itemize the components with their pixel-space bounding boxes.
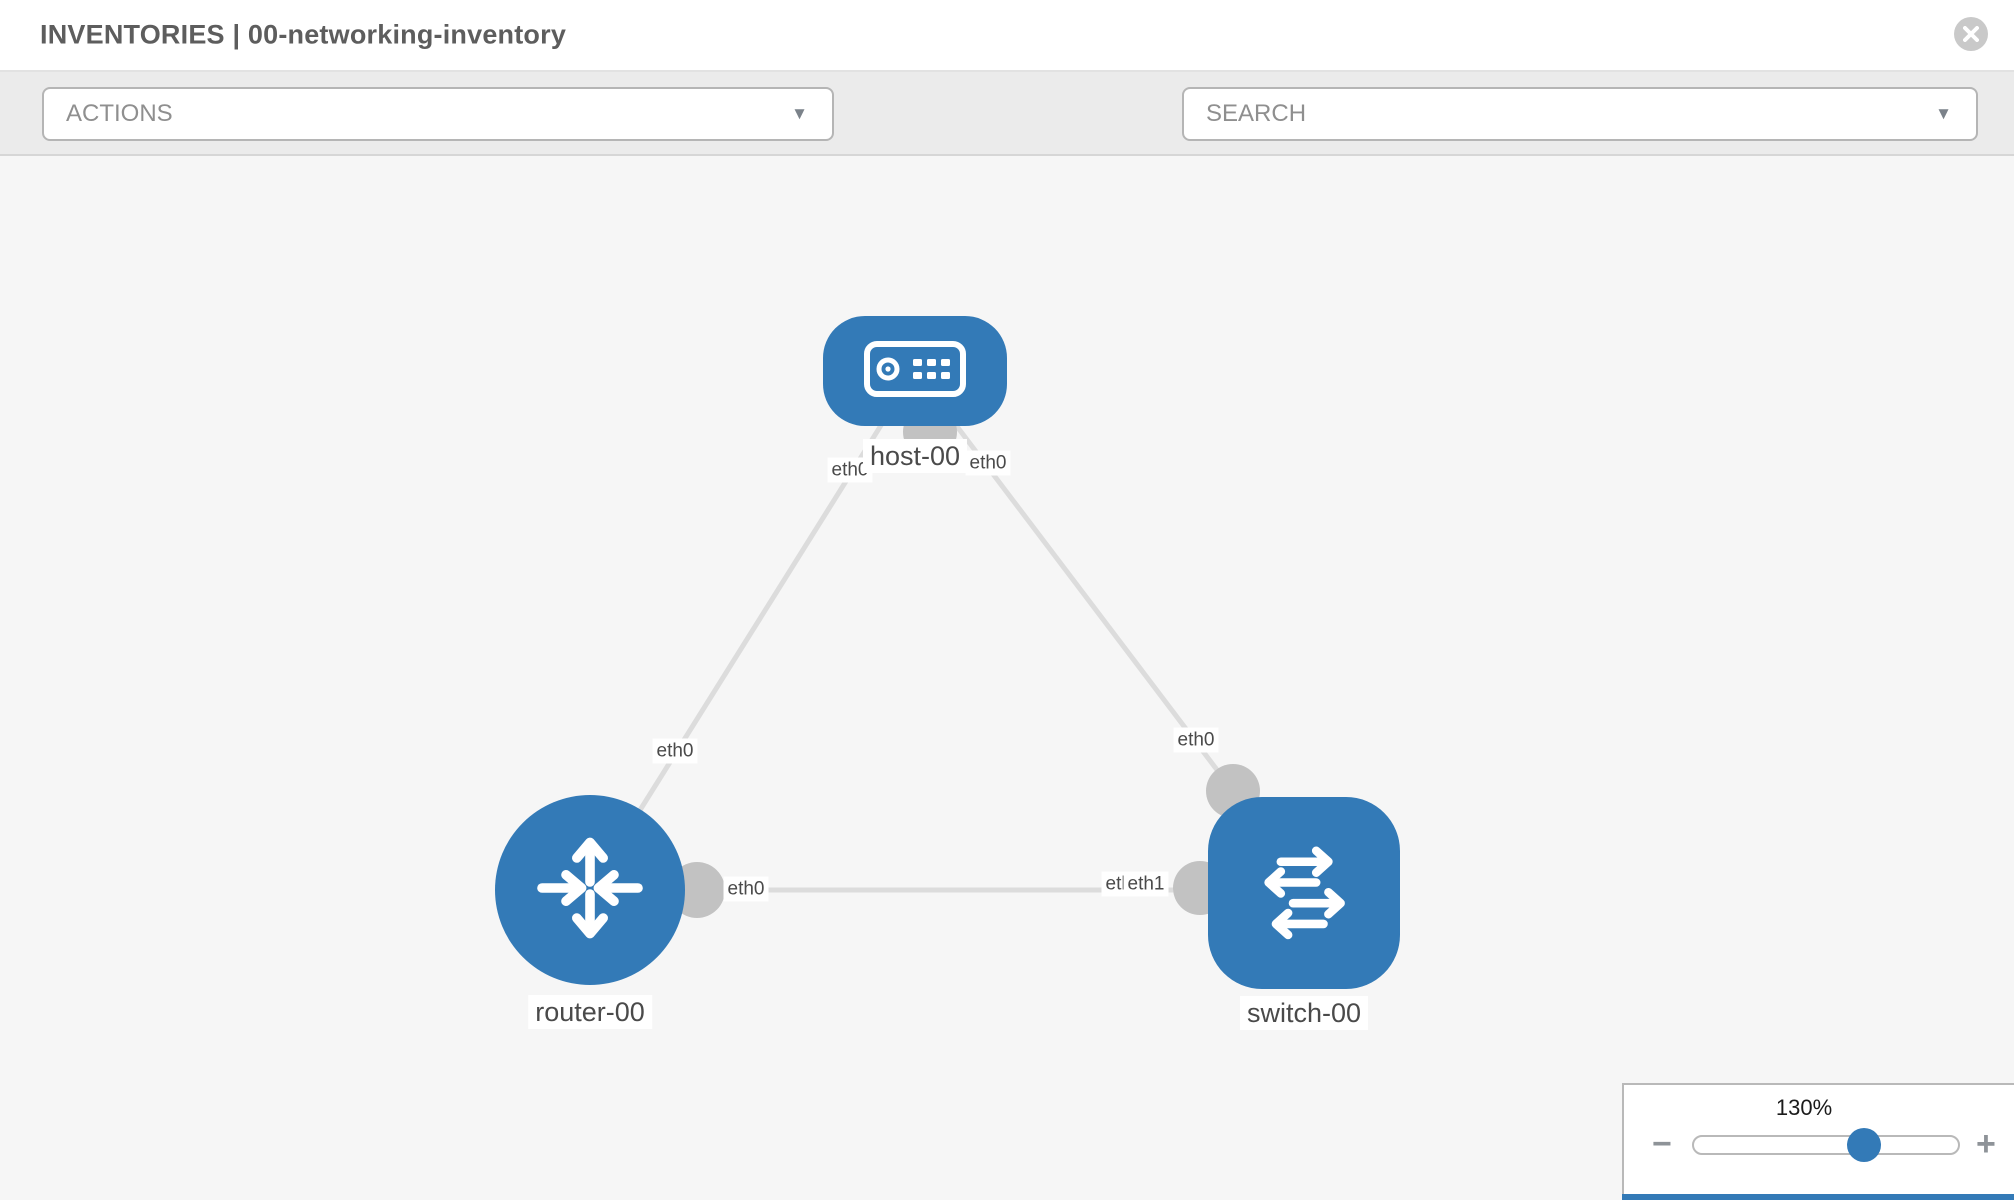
zoom-out-button[interactable]: − bbox=[1652, 1125, 1672, 1163]
zoom-control-panel: 130% − + bbox=[1622, 1083, 2014, 1200]
toolbar: ACTIONS ▼ SEARCH ▼ bbox=[0, 72, 2014, 204]
interface-label: eth0 bbox=[965, 450, 1011, 476]
server-icon bbox=[863, 340, 967, 403]
search-dropdown[interactable]: SEARCH ▼ bbox=[1182, 87, 1978, 141]
chevron-down-icon: ▼ bbox=[1935, 104, 1952, 123]
interface-label: eth0 bbox=[723, 876, 769, 902]
actions-dropdown[interactable]: ACTIONS ▼ bbox=[42, 87, 834, 141]
chevron-down-icon: ▼ bbox=[791, 104, 808, 123]
interface-label: eth0 bbox=[1173, 727, 1219, 753]
node-host-00[interactable] bbox=[823, 316, 1007, 426]
bottom-accent-bar bbox=[1622, 1194, 2014, 1200]
router-arrows-icon bbox=[530, 828, 650, 953]
page-title: INVENTORIES | 00-networking-inventory bbox=[40, 19, 567, 50]
actions-dropdown-label: ACTIONS bbox=[66, 100, 173, 127]
node-switch-00[interactable] bbox=[1208, 797, 1400, 989]
topology-canvas[interactable]: eth0 eth0 eth0 eth0 eth0 eth0 eth1 host-… bbox=[0, 156, 2014, 1200]
links-layer bbox=[587, 369, 1304, 918]
node-label-host: host-00 bbox=[862, 439, 968, 473]
interface-label: eth0 bbox=[652, 738, 698, 764]
zoom-in-button[interactable]: + bbox=[1976, 1125, 1996, 1163]
node-label-switch: switch-00 bbox=[1239, 996, 1369, 1030]
zoom-slider-track[interactable] bbox=[1692, 1135, 1960, 1155]
close-icon[interactable] bbox=[1954, 17, 1988, 51]
header: INVENTORIES | 00-networking-inventory bbox=[0, 0, 2014, 72]
interface-label: eth1 bbox=[1123, 871, 1169, 897]
zoom-slider-handle[interactable] bbox=[1847, 1128, 1881, 1162]
link-host-switch[interactable] bbox=[913, 369, 1235, 793]
search-placeholder: SEARCH bbox=[1206, 100, 1307, 127]
switch-arrows-icon bbox=[1243, 830, 1365, 957]
node-label-router: router-00 bbox=[528, 995, 652, 1029]
node-router-00[interactable] bbox=[495, 795, 685, 985]
zoom-level-value: 130% bbox=[1775, 1095, 1833, 1120]
